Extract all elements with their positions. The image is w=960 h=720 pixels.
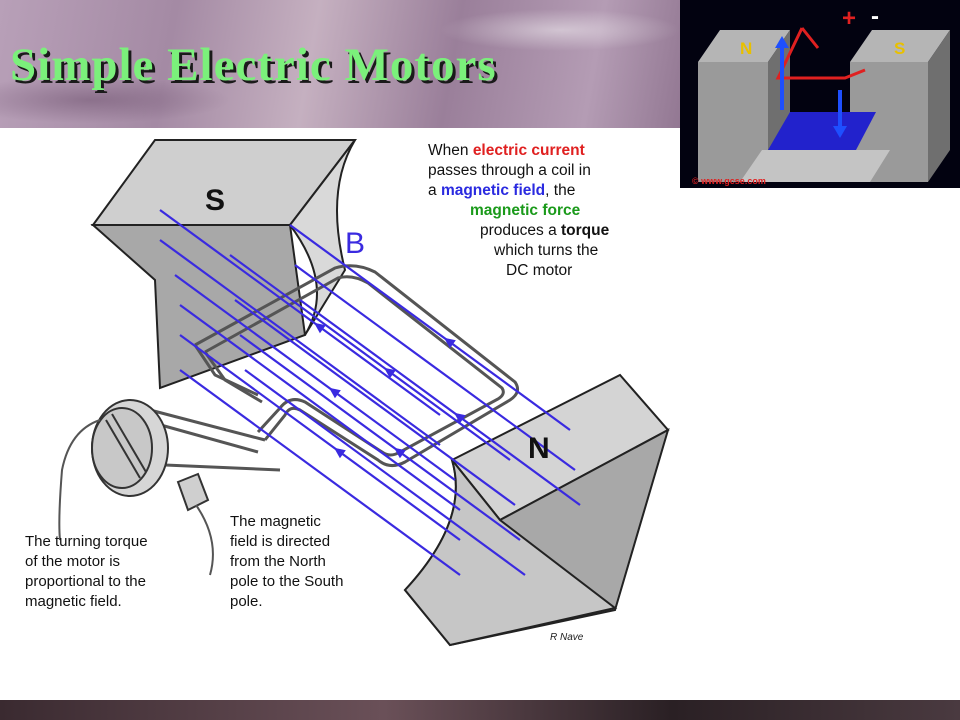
- south-pole-label: S: [205, 184, 225, 217]
- field-line: [234, 299, 516, 506]
- thumb-minus-label: -: [871, 3, 879, 30]
- magnetic-field-lines: [159, 209, 581, 576]
- expl-magnetic-field: magnetic field: [440, 182, 546, 199]
- expl-electric-current: electric current: [472, 142, 585, 159]
- commutator: [58, 399, 214, 576]
- expl-part2: passes through a coil in: [428, 162, 591, 179]
- field-line: [159, 209, 441, 416]
- expl-part3: a: [428, 182, 441, 199]
- field-arrow-icon: [394, 447, 406, 459]
- caption-field-line5: pole.: [230, 593, 263, 610]
- caption-torque: The turning torque of the motor is propo…: [25, 532, 148, 612]
- field-line: [179, 334, 461, 541]
- bottom-bar: [0, 700, 960, 720]
- motor-thumbnail: + - N S © www.gcse.com: [680, 0, 960, 188]
- caption-torque-line4: magnetic field.: [25, 593, 122, 610]
- field-line: [179, 369, 461, 576]
- expl-part5: produces a: [480, 222, 561, 239]
- field-line: [289, 224, 571, 431]
- expl-part4: , the: [545, 182, 576, 199]
- caption-field-line4: pole to the South: [230, 573, 344, 590]
- thumb-credit: © www.gcse.com: [692, 176, 766, 186]
- expl-part7: DC motor: [506, 262, 573, 279]
- field-line: [299, 299, 581, 506]
- diagram-credit: R Nave: [550, 632, 584, 643]
- caption-torque-line1: The turning torque: [25, 533, 148, 550]
- thumb-south-label: S: [894, 39, 905, 58]
- coil: [193, 264, 520, 467]
- slide-title: Simple Electric Motors: [10, 39, 497, 91]
- field-arrow-icon: [314, 322, 326, 334]
- caption-torque-line2: of the motor is: [25, 553, 121, 570]
- south-magnet: [90, 139, 358, 390]
- field-b-label: B: [345, 227, 365, 260]
- shaft: [149, 408, 281, 472]
- expl-part1: When: [428, 142, 473, 159]
- caption-field-line1: The magnetic: [230, 513, 321, 530]
- field-arrow-icon: [454, 412, 466, 424]
- caption-torque-line3: proportional to the: [25, 573, 146, 590]
- field-arrow-icon: [384, 367, 396, 379]
- motor-diagram: S N B R Nave: [58, 139, 670, 647]
- caption-field-line2: field is directed: [230, 533, 331, 550]
- expl-magnetic-force: magnetic force: [470, 202, 581, 219]
- field-arrow-icon: [334, 447, 346, 459]
- field-line: [174, 274, 456, 481]
- expl-part6: which turns the: [494, 242, 599, 259]
- field-line: [244, 369, 526, 576]
- thumb-north-label: N: [740, 39, 752, 58]
- header-background: [0, 0, 690, 128]
- expl-torque: torque: [561, 222, 610, 239]
- caption-field-line3: from the North: [230, 553, 326, 570]
- explanation-text: When electric current passes through a c…: [428, 141, 688, 281]
- north-pole-label: N: [528, 432, 550, 465]
- field-arrow-icon: [329, 387, 341, 399]
- field-line: [294, 264, 576, 471]
- field-arrow-icon: [444, 337, 456, 349]
- field-line: [159, 239, 441, 446]
- caption-field-direction: The magnetic field is directed from the …: [230, 512, 343, 612]
- field-line: [239, 334, 521, 541]
- north-magnet: [403, 373, 670, 647]
- thumb-plus-label: +: [842, 5, 856, 32]
- field-line: [229, 254, 511, 461]
- field-line: [179, 304, 461, 511]
